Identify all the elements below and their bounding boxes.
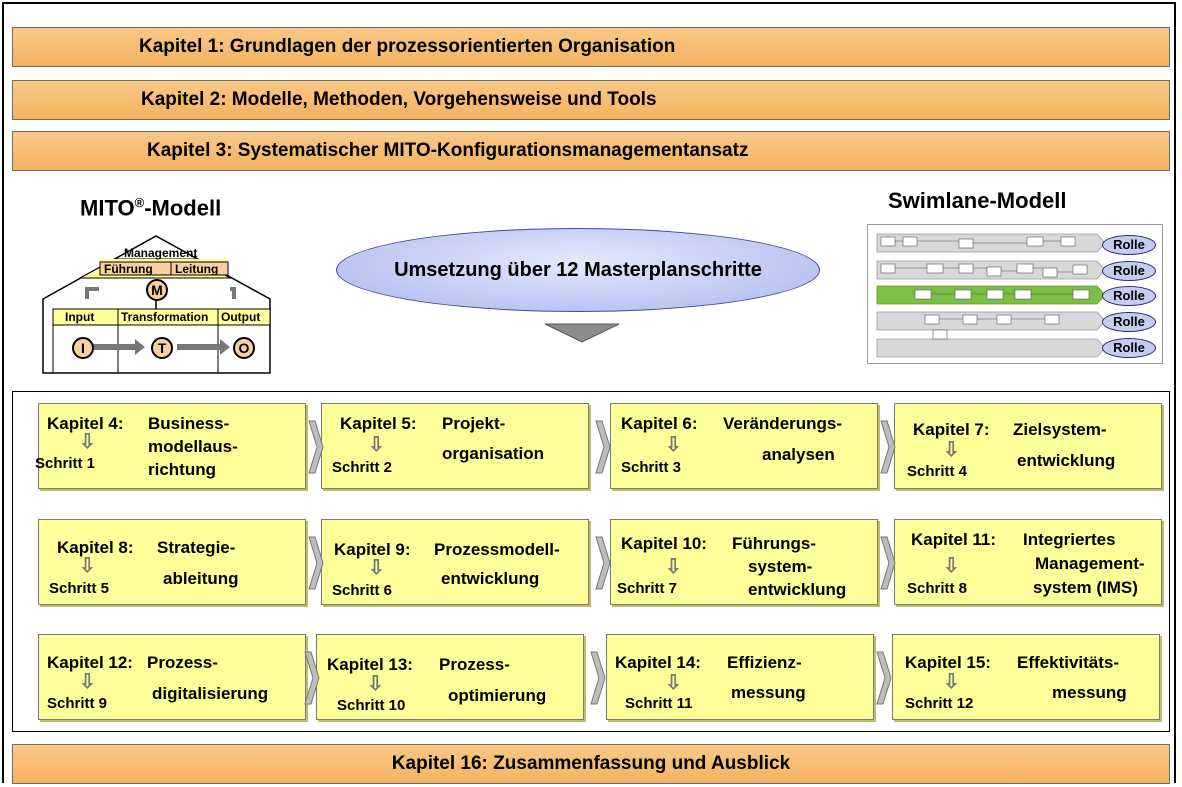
chapter-3-bar: Kapitel 3: Systematischer MITO-Konfigura… (12, 131, 1170, 171)
masterplan-steps-panel (12, 391, 1170, 732)
step-box-kapitel-4: Kapitel 4: Business- modellaus- richtung… (35, 403, 306, 489)
swimlane-role-5: Rolle (1102, 338, 1156, 358)
chevron-right-icon (308, 420, 324, 474)
mito-leitung-label: Leitung (175, 262, 219, 276)
down-arrow-icon: ⇩ (943, 671, 960, 693)
down-triangle-icon (544, 323, 620, 343)
step-box-kapitel-14: Kapitel 14: Effizienz- messung ⇩ Schritt… (606, 634, 874, 720)
masterplan-ellipse-label: Umsetzung über 12 Masterplanschritte (394, 259, 762, 281)
swimlane-model-title: Swimlane-Modell (888, 188, 1067, 213)
step-box-kapitel-9: Kapitel 9: Prozessmodell- entwicklung ⇩ … (321, 519, 589, 605)
down-arrow-icon: ⇩ (665, 434, 682, 456)
swimlane-role-4: Rolle (1102, 312, 1156, 332)
chevron-right-icon (590, 651, 606, 705)
down-arrow-icon: ⇩ (665, 556, 682, 578)
down-arrow-icon: ⇩ (943, 439, 960, 461)
step-box-kapitel-13: Kapitel 13: Prozess- optimierung ⇩ Schri… (316, 634, 584, 720)
chevron-right-icon (880, 420, 896, 474)
step-box-kapitel-8: Kapitel 8: Strategie- ableitung ⇩ Schrit… (38, 519, 306, 605)
down-arrow-icon: ⇩ (665, 672, 682, 694)
mito-house-diagram (42, 235, 271, 374)
down-arrow-icon: ⇩ (368, 434, 385, 456)
chapter-16-bar: Kapitel 16: Zusammenfassung und Ausblick (12, 744, 1170, 784)
chapter-1-bar: Kapitel 1: Grundlagen der prozessorienti… (12, 27, 1170, 67)
mito-o-circle: O (233, 337, 255, 359)
chapter-2-label: Kapitel 2: Modelle, Methoden, Vorgehensw… (141, 89, 657, 110)
step-box-kapitel-10: Kapitel 10: Führungs- system- entwicklun… (610, 519, 878, 605)
down-arrow-icon: ⇩ (79, 431, 96, 453)
step-box-kapitel-6: Kapitel 6: Veränderungs- analysen ⇩ Schr… (610, 403, 878, 489)
mito-model-title: MITO®-Modell (80, 195, 222, 221)
chapter-3-label: Kapitel 3: Systematischer MITO-Konfigura… (147, 140, 749, 161)
chevron-right-icon (876, 651, 892, 705)
step-box-kapitel-12: Kapitel 12: Prozess- digitalisierung ⇩ S… (38, 634, 306, 720)
down-arrow-icon: ⇩ (79, 555, 96, 577)
step-box-kapitel-5: Kapitel 5: Projekt- organisation ⇩ Schri… (321, 403, 589, 489)
mito-input-label: Input (65, 310, 95, 324)
mito-t-circle: T (151, 337, 173, 359)
mito-i-circle: I (72, 337, 94, 359)
chevron-right-icon (595, 420, 611, 474)
mito-transformation-label: Transformation (121, 310, 209, 324)
swimlane-role-2: Rolle (1102, 261, 1156, 281)
chapter-16-label: Kapitel 16: Zusammenfassung und Ausblick (391, 753, 791, 774)
mito-management-label: Management (124, 246, 198, 260)
chevron-right-icon (880, 536, 896, 590)
mito-m-circle: M (146, 279, 168, 301)
swimlane-role-3: Rolle (1102, 286, 1156, 306)
down-arrow-icon: ⇩ (367, 673, 384, 695)
down-arrow-icon: ⇩ (79, 671, 96, 693)
chapter-2-bar: Kapitel 2: Modelle, Methoden, Vorgehensw… (12, 80, 1170, 120)
chevron-right-icon (304, 651, 320, 705)
step-box-kapitel-11: Kapitel 11: Integriertes Management- sys… (894, 519, 1162, 605)
step-box-kapitel-15: Kapitel 15: Effektivitäts- messung ⇩ Sch… (892, 634, 1160, 720)
swimlane-diagram (867, 224, 1163, 364)
chevron-right-icon (308, 536, 324, 590)
masterplan-ellipse: Umsetzung über 12 Masterplanschritte (336, 228, 820, 312)
chevron-right-icon (595, 536, 611, 590)
mito-fuehrung-label: Führung (104, 262, 153, 276)
mito-output-label: Output (221, 310, 261, 324)
down-arrow-icon: ⇩ (368, 557, 385, 579)
swimlane-role-1: Rolle (1102, 235, 1156, 255)
step-box-kapitel-7: Kapitel 7: Zielsystem- entwicklung ⇩ Sch… (894, 403, 1162, 489)
chapter-1-label: Kapitel 1: Grundlagen der prozessorienti… (139, 36, 676, 57)
down-arrow-icon: ⇩ (943, 555, 960, 577)
